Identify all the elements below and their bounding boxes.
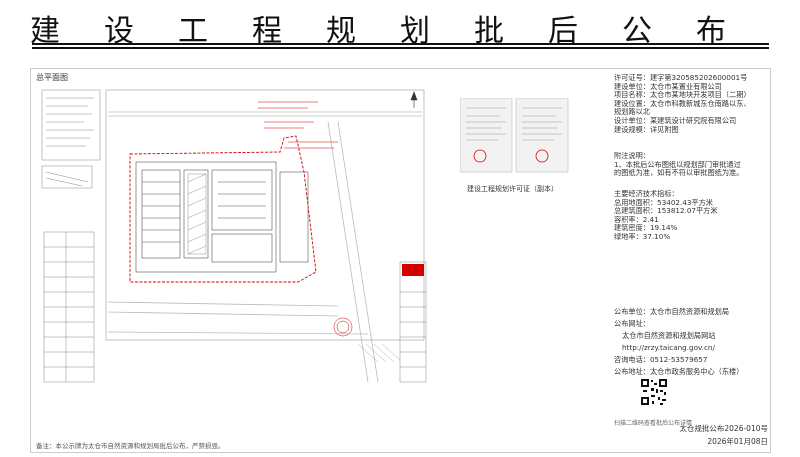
contact-line: 公布网址： — [614, 319, 650, 328]
document-number: 太仓规批公布2026-010号 — [679, 424, 768, 433]
footer-note: 备注：本公示牌为太仓市自然资源和规划局批后公布，严禁损毁。 — [36, 442, 225, 450]
contact-link[interactable]: http://zrzy.taicang.gov.cn/ — [622, 343, 715, 352]
plan-roads — [107, 111, 422, 383]
permit-page-1 — [460, 98, 513, 173]
notice-frame — [30, 68, 771, 453]
building-footprint — [135, 161, 309, 273]
qr-caption: 扫描二维码查看批后公布详情 — [614, 420, 693, 427]
remarks-title: 附注说明： — [614, 152, 650, 160]
metrics-line: 总建筑面积：153812.07平方米 — [614, 207, 718, 216]
title-rule-bottom — [32, 47, 769, 49]
info-line: 建设位置：太仓市科教新城东仓南路以东、 — [614, 99, 751, 108]
contact-line: 公布地址：太仓市政务服务中心（东楼） — [614, 367, 744, 376]
metrics-line: 建筑密度：19.14% — [614, 224, 678, 233]
hatched-building — [187, 173, 207, 255]
red-annotations — [258, 101, 353, 337]
metrics-line: 容积率：2.41 — [614, 215, 659, 224]
info-line: 规划路以北 — [614, 108, 650, 117]
plan-border — [105, 89, 425, 341]
page-title-text: 建设工程规划批后公布 — [30, 14, 770, 49]
info-line: 建设单位：太仓市某置业有限公司 — [614, 82, 722, 91]
contact-line: 咨询电话：0512-53579657 — [614, 355, 708, 364]
permit-document-images — [460, 98, 569, 173]
parking-area — [357, 343, 401, 363]
remarks: 附注说明： 1、本批后公布图纸以规划部门审批通过 的图纸为准，如有不符以审批图纸… — [614, 152, 766, 178]
north-arrow-icon — [410, 91, 418, 108]
remarks-line: 的图纸为准，如有不符以审批图纸为准。 — [614, 169, 744, 178]
project-info: 许可证号：建字第320585202600001号 建设单位：太仓市某置业有限公司… — [614, 74, 766, 134]
metrics-line: 总用地面积：53402.43平方米 — [614, 198, 713, 207]
info-line: 设计单位：某建筑设计研究院有限公司 — [614, 116, 737, 125]
contact-info: 公布单位：太仓市自然资源和规划局 公布网址： 太仓市自然资源和规划局网站 htt… — [614, 306, 766, 378]
site-boundary — [129, 135, 317, 283]
plan-legend — [41, 89, 101, 383]
economic-metrics: 主要经济技术指标： 总用地面积：53402.43平方米 总建筑面积：153812… — [614, 190, 766, 242]
plan-title-block — [399, 261, 427, 383]
info-line: 建设规模：详见附图 — [614, 125, 679, 134]
contact-line: 公布单位：太仓市自然资源和规划局 — [614, 307, 730, 316]
info-line: 许可证号：建字第320585202600001号 — [614, 74, 748, 82]
plan-label: 总平面图 — [36, 73, 68, 82]
metrics-title: 主要经济技术指标： — [614, 190, 679, 198]
permit-page-2 — [515, 98, 569, 173]
permit-caption: 建设工程规划许可证（副本） — [467, 185, 558, 193]
info-line: 项目名称：太仓市某地块开发项目（二期） — [614, 91, 751, 100]
publish-date: 2026年01月08日 — [707, 437, 768, 446]
contact-line: 太仓市自然资源和规划局网站 — [622, 331, 716, 340]
permit-seal-2 — [535, 149, 549, 163]
permit-seal-1 — [473, 149, 487, 163]
page-title: 建设工程规划批后公布 — [0, 6, 800, 49]
metrics-line: 绿地率：37.10% — [614, 232, 671, 241]
remarks-line: 1、本批后公布图纸以规划部门审批通过 — [614, 160, 741, 169]
qr-code-icon[interactable] — [640, 378, 668, 406]
site-plan-drawing — [41, 89, 427, 383]
title-rule-top — [32, 43, 769, 45]
